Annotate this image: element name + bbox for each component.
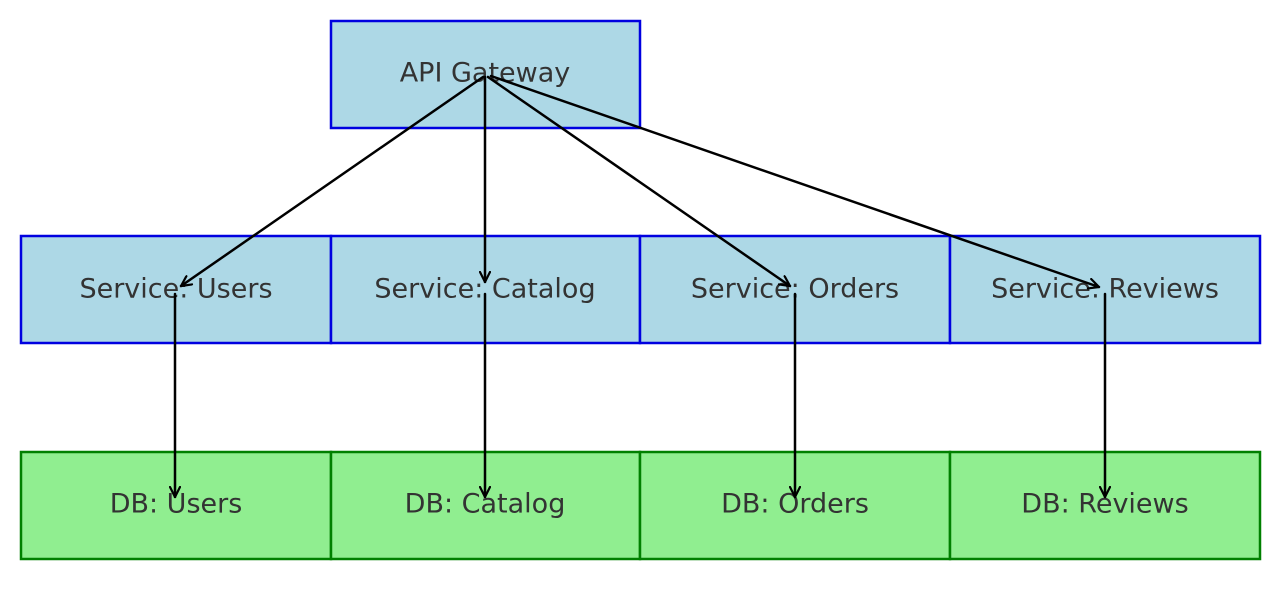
edge-gateway-to-orders (486, 75, 792, 288)
edges (175, 74, 1105, 499)
edge-gateway-to-reviews (489, 74, 1101, 287)
databases-row: DB: Users DB: Catalog DB: Orders DB: Rev… (19, 450, 1262, 561)
edge-gateway-to-users (179, 75, 485, 288)
services-row: Service: Users Service: Catalog Service:… (19, 234, 1262, 345)
